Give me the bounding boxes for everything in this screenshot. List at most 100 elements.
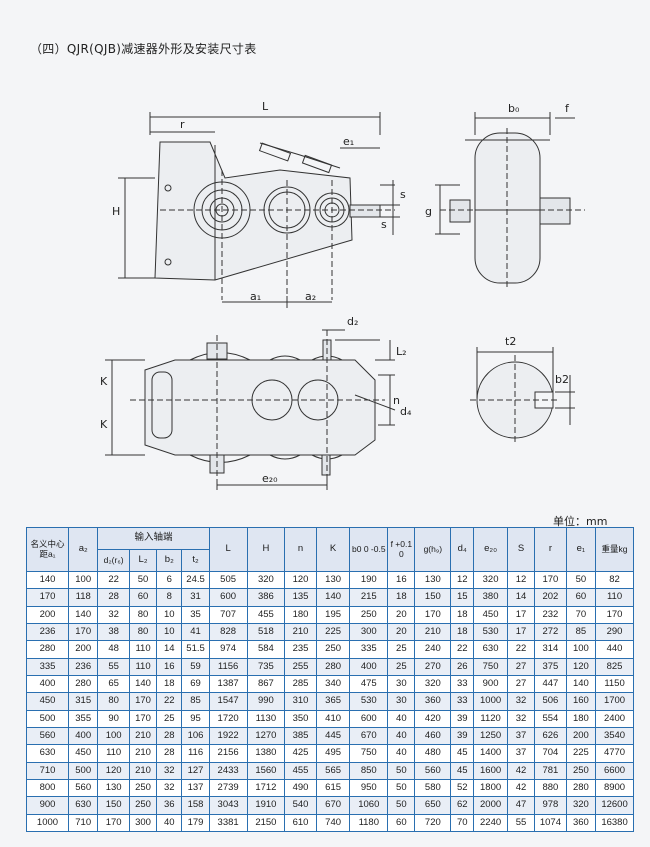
table-cell: 55 xyxy=(506,813,536,833)
table-cell: 280 xyxy=(26,640,69,659)
technical-drawing: L r e₁ H s s a₁ a₂ b₀ f g d₂ L₂ K K n d₄… xyxy=(100,100,585,490)
header-e1: e₁ xyxy=(565,527,597,572)
table-cell: 150 xyxy=(97,796,130,815)
table-cell: 360 xyxy=(414,692,452,711)
table-cell: 28 xyxy=(156,726,183,746)
table-cell: 116 xyxy=(181,744,210,763)
table-cell: 140 xyxy=(26,570,69,590)
table-cell: 180 xyxy=(565,709,597,728)
table-cell: 335 xyxy=(349,640,389,659)
table-cell: 990 xyxy=(246,692,286,711)
table-cell: 25 xyxy=(156,709,183,728)
dim-s-top: s xyxy=(400,188,406,201)
table-cell: 255 xyxy=(284,657,317,676)
table-cell: 16380 xyxy=(595,813,634,833)
table-cell: 200 xyxy=(565,726,597,746)
table-cell: 978 xyxy=(534,796,567,815)
table-cell: 315 xyxy=(67,692,99,711)
table-cell: 710 xyxy=(67,813,99,833)
table-cell: 51.5 xyxy=(181,640,210,659)
table-cell: 365 xyxy=(315,692,351,711)
table-cell: 825 xyxy=(595,657,634,676)
dim-H: H xyxy=(112,205,120,218)
table-cell: 33 xyxy=(450,674,475,694)
table-cell: 480 xyxy=(414,744,452,763)
table-cell: 420 xyxy=(414,709,452,728)
dim-a1: a₁ xyxy=(250,290,261,303)
dim-L: L xyxy=(262,100,269,113)
table-cell: 80 xyxy=(97,692,130,711)
table-cell: 800 xyxy=(26,778,69,798)
table-cell: 130 xyxy=(97,778,130,798)
table-cell: 55 xyxy=(97,657,130,676)
table-cell: 50 xyxy=(387,761,416,780)
table-cell: 450 xyxy=(473,605,508,624)
table-cell: 2739 xyxy=(208,778,248,798)
table-cell: 6600 xyxy=(595,761,634,780)
table-cell: 1380 xyxy=(246,744,286,763)
table-cell: 16 xyxy=(156,657,183,676)
table-cell: 110 xyxy=(97,744,130,763)
table-cell: 630 xyxy=(26,744,69,763)
table-cell: 100 xyxy=(97,726,130,746)
table-cell: 190 xyxy=(349,570,389,590)
table-cell: 38 xyxy=(97,622,130,642)
table-cell: 120 xyxy=(97,761,130,780)
table-cell: 425 xyxy=(284,744,317,763)
table-cell: 300 xyxy=(349,622,389,642)
dim-a2: a₂ xyxy=(305,290,316,303)
table-cell: 1700 xyxy=(595,692,634,711)
table-cell: 40 xyxy=(387,744,416,763)
table-cell: 41 xyxy=(181,622,210,642)
table-cell: 32 xyxy=(97,605,130,624)
table-cell: 4770 xyxy=(595,744,634,763)
table-cell: 626 xyxy=(534,726,567,746)
dim-b0: b₀ xyxy=(508,102,520,115)
table-cell: 120 xyxy=(565,657,597,676)
table-cell: 170 xyxy=(534,570,567,590)
table-cell: 130 xyxy=(315,570,351,590)
table-cell: 280 xyxy=(565,778,597,798)
table-cell: 12600 xyxy=(595,796,634,815)
header-e20: e₂₀ xyxy=(473,527,508,572)
table-cell: 40 xyxy=(387,709,416,728)
table-cell: 950 xyxy=(349,778,389,798)
table-cell: 615 xyxy=(315,778,351,798)
table-cell: 20 xyxy=(387,622,416,642)
table-cell: 3381 xyxy=(208,813,248,833)
table-cell: 37 xyxy=(506,726,536,746)
table-cell: 400 xyxy=(67,726,99,746)
table-cell: 31 xyxy=(181,588,210,607)
table-cell: 580 xyxy=(414,778,452,798)
table-cell: 45 xyxy=(450,761,475,780)
table-cell: 42 xyxy=(506,778,536,798)
table-cell: 70 xyxy=(565,605,597,624)
table-cell: 455 xyxy=(246,605,286,624)
table-cell: 22 xyxy=(506,640,536,659)
table-cell: 320 xyxy=(414,674,452,694)
table-cell: 140 xyxy=(128,674,158,694)
table-cell: 600 xyxy=(349,709,389,728)
table-cell: 70 xyxy=(450,813,475,833)
table-cell: 12 xyxy=(506,570,536,590)
table-cell: 518 xyxy=(246,622,286,642)
table-cell: 3540 xyxy=(595,726,634,746)
table-cell: 50 xyxy=(387,778,416,798)
header-H: H xyxy=(246,527,286,572)
table-cell: 232 xyxy=(534,605,567,624)
table-cell: 17 xyxy=(506,622,536,642)
dim-K-top: K xyxy=(100,375,108,388)
table-cell: 110 xyxy=(128,657,158,676)
table-cell: 170 xyxy=(128,709,158,728)
table-cell: 450 xyxy=(67,744,99,763)
table-cell: 16 xyxy=(387,570,416,590)
table-cell: 14 xyxy=(506,588,536,607)
table-cell: 33 xyxy=(450,692,475,711)
table-cell: 495 xyxy=(315,744,351,763)
table-cell: 385 xyxy=(284,726,317,746)
